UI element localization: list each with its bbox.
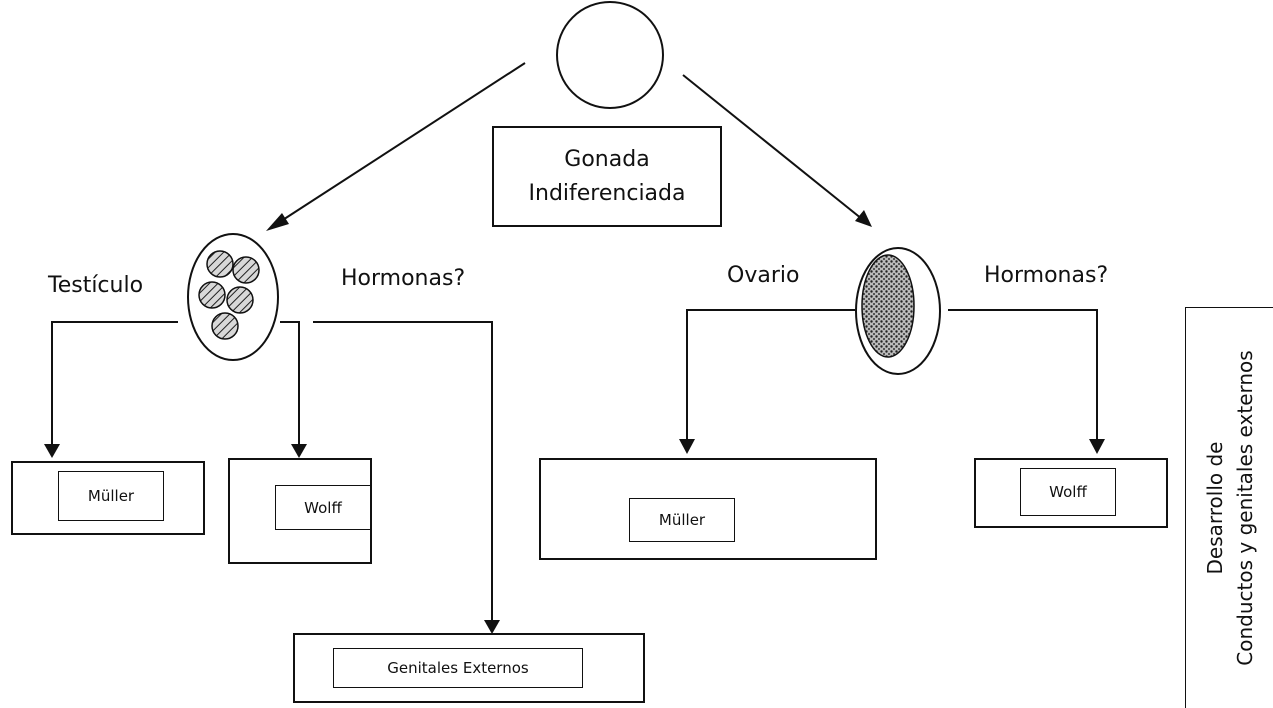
side-note-text: Desarrollo de Conductos y genitales exte… — [1200, 350, 1260, 665]
arrow-to-external-genitalia — [484, 620, 500, 634]
female-branch-lines — [686, 309, 1098, 440]
female-hormones-label: Hormonas? — [984, 263, 1109, 288]
external-genitalia-box: Genitales Externos — [293, 633, 645, 703]
arrow-to-ovary — [682, 74, 872, 227]
male-branch-lines — [51, 321, 493, 622]
arrow-to-male-muller — [44, 444, 60, 458]
testis-icon — [187, 233, 279, 361]
male-wolff-box: Wolff — [228, 458, 372, 564]
male-muller-inner: Müller — [58, 471, 164, 521]
indifferent-gonad-box: Gonada Indiferenciada — [492, 126, 722, 227]
ovary-icon — [855, 247, 941, 375]
side-note-box: Desarrollo de Conductos y genitales exte… — [1185, 307, 1273, 708]
side-note-line2: Conductos y genitales externos — [1232, 350, 1257, 666]
female-wolff-box: Wolff — [974, 458, 1168, 528]
male-wolff-label: Wolff — [304, 498, 342, 517]
female-muller-inner: Müller — [629, 498, 735, 542]
arrow-to-female-wolff — [1089, 439, 1105, 454]
testis-label: Testículo — [48, 273, 144, 298]
male-muller-label: Müller — [87, 487, 135, 505]
indifferent-gonad-line2: Indiferenciada — [528, 180, 686, 206]
female-wolff-inner: Wolff — [1020, 468, 1116, 516]
male-muller-box: Müller — [11, 461, 205, 535]
indifferent-gonad-circle — [556, 1, 664, 109]
arrow-to-testis — [266, 62, 526, 231]
external-genitalia-label: Genitales Externos — [387, 659, 529, 677]
arrow-to-male-wolff — [291, 444, 307, 458]
ovary-label: Ovario — [727, 263, 800, 288]
female-muller-box: Müller — [539, 458, 877, 560]
external-genitalia-inner: Genitales Externos — [333, 648, 583, 688]
male-hormones-label: Hormonas? — [341, 266, 466, 291]
indifferent-gonad-line1: Gonada — [564, 146, 650, 172]
female-wolff-label: Wolff — [1049, 483, 1087, 501]
female-muller-label: Müller — [658, 511, 706, 529]
arrow-to-female-muller — [679, 439, 695, 454]
male-wolff-inner: Wolff — [275, 485, 371, 530]
side-note-line1: Desarrollo de — [1202, 441, 1227, 575]
